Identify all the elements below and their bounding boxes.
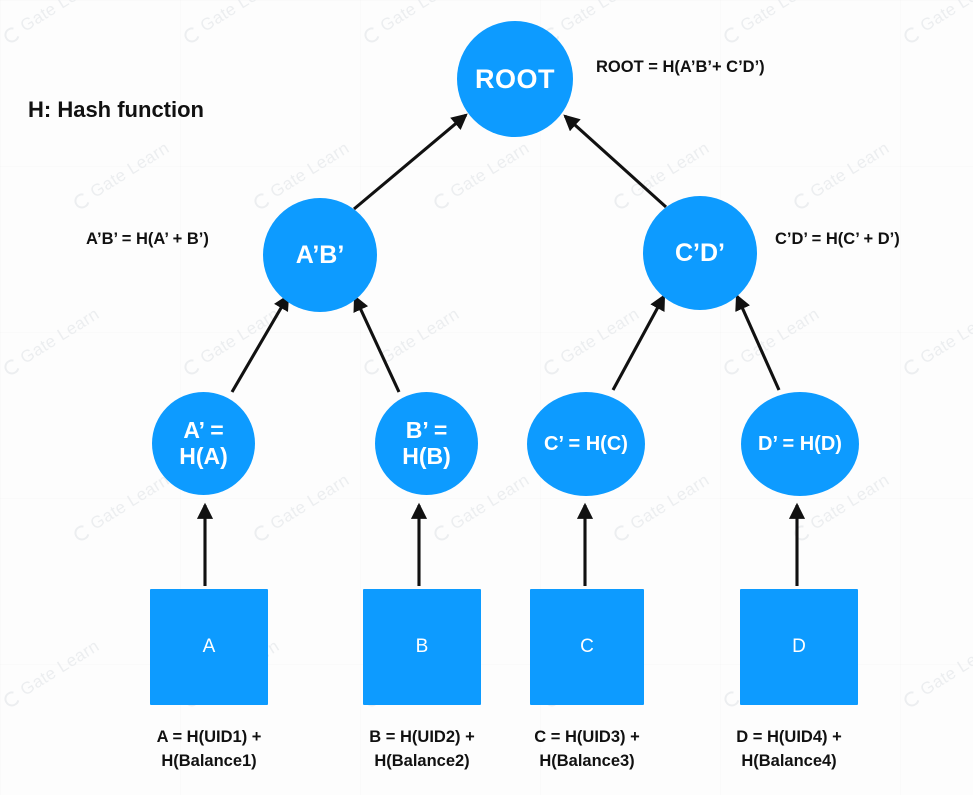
watermark-gate-learn: Gate Learn — [790, 138, 893, 213]
node-c-prime[interactable]: C’ = H(C) — [527, 392, 645, 496]
gate-logo-icon — [251, 522, 272, 543]
watermark-gate-learn: Gate Learn — [540, 304, 643, 379]
node-a-prime[interactable]: A’ = H(A) — [152, 392, 255, 495]
gate-logo-icon — [1, 356, 22, 377]
gate-logo-icon — [541, 356, 562, 377]
watermark-label: Gate Learn — [556, 0, 643, 36]
gate-logo-icon — [251, 190, 272, 211]
gate-logo-icon — [431, 190, 452, 211]
gate-logo-icon — [611, 190, 632, 211]
watermark-label: Gate Learn — [196, 304, 283, 368]
watermark-gate-learn: Gate Learn — [0, 0, 103, 47]
watermark-label: Gate Learn — [376, 0, 463, 36]
leaf-block-b[interactable]: B — [363, 589, 481, 705]
watermark-label: Gate Learn — [806, 138, 893, 202]
watermark-label: Gate Learn — [626, 138, 713, 202]
node-b-prime[interactable]: B’ = H(B) — [375, 392, 478, 495]
watermark-gate-learn: Gate Learn — [900, 636, 973, 711]
legend-hash-function: H: Hash function — [28, 97, 204, 122]
watermark-label: Gate Learn — [196, 0, 283, 36]
watermark-label: Gate Learn — [556, 304, 643, 368]
edge-cd-to-root — [563, 114, 668, 209]
gate-logo-icon — [1, 24, 22, 45]
gate-logo-icon — [181, 24, 202, 45]
leaf-caption-c: C = H(UID3) + H(Balance3) — [534, 728, 640, 770]
watermark-gate-learn: Gate Learn — [900, 304, 973, 379]
edge-ab-to-root — [353, 113, 468, 211]
gate-logo-icon — [901, 356, 922, 377]
watermark-label: Gate Learn — [86, 470, 173, 534]
watermark-label: Gate Learn — [266, 138, 353, 202]
watermark-gate-learn: Gate Learn — [360, 0, 463, 47]
gate-logo-icon — [791, 522, 812, 543]
watermark-gate-learn: Gate Learn — [70, 138, 173, 213]
leaf-block-c[interactable]: C — [530, 589, 644, 705]
watermark-label: Gate Learn — [916, 304, 973, 368]
gate-logo-icon — [431, 522, 452, 543]
watermark-label: Gate Learn — [736, 0, 823, 36]
watermark-gate-learn: Gate Learn — [720, 0, 823, 47]
formula-cd: C’D’ = H(C’ + D’) — [775, 230, 900, 248]
watermark-gate-learn: Gate Learn — [360, 304, 463, 379]
leaf-caption-d: D = H(UID4) + H(Balance4) — [736, 728, 842, 770]
gate-logo-icon — [361, 356, 382, 377]
leaf-block-d[interactable]: D — [740, 589, 858, 705]
gate-logo-icon — [721, 688, 742, 709]
watermark-label: Gate Learn — [446, 138, 533, 202]
watermark-gate-learn: Gate Learn — [720, 304, 823, 379]
watermark-gate-learn: Gate Learn — [430, 138, 533, 213]
watermark-label: Gate Learn — [916, 636, 973, 700]
leaf-caption-b: B = H(UID2) + H(Balance2) — [369, 728, 475, 770]
gate-logo-icon — [721, 356, 742, 377]
node-ab[interactable]: A’B’ — [263, 198, 377, 312]
watermark-label: Gate Learn — [16, 304, 103, 368]
node-cd[interactable]: C’D’ — [643, 196, 757, 310]
watermark-gate-learn: Gate Learn — [0, 304, 103, 379]
watermark-label: Gate Learn — [16, 636, 103, 700]
gate-logo-icon — [361, 24, 382, 45]
edge-b1-to-ab — [353, 294, 401, 393]
formula-root: ROOT = H(A’B’+ C’D’) — [596, 58, 765, 76]
watermark-label: Gate Learn — [266, 470, 353, 534]
formula-ab: A’B’ = H(A’ + B’) — [86, 230, 209, 248]
watermark-label: Gate Learn — [916, 0, 973, 36]
watermark-label: Gate Learn — [86, 138, 173, 202]
gate-logo-icon — [901, 24, 922, 45]
gate-logo-icon — [1, 688, 22, 709]
edge-d1-to-cd — [735, 293, 781, 391]
gate-logo-icon — [901, 688, 922, 709]
watermark-gate-learn: Gate Learn — [180, 304, 283, 379]
leaf-caption-a: A = H(UID1) + H(Balance1) — [156, 728, 262, 770]
gate-logo-icon — [611, 522, 632, 543]
edge-a1-to-ab — [230, 294, 290, 393]
node-d-prime[interactable]: D’ = H(D) — [741, 392, 859, 496]
watermark-label: Gate Learn — [736, 304, 823, 368]
watermark-label: Gate Learn — [16, 0, 103, 36]
watermark-label: Gate Learn — [626, 470, 713, 534]
leaf-block-a[interactable]: A — [150, 589, 268, 705]
gate-logo-icon — [71, 522, 92, 543]
edge-c1-to-cd — [611, 294, 666, 391]
gate-logo-icon — [181, 356, 202, 377]
watermark-gate-learn: Gate Learn — [0, 636, 103, 711]
gate-logo-icon — [791, 190, 812, 211]
gate-logo-icon — [71, 190, 92, 211]
watermark-gate-learn: Gate Learn — [70, 470, 173, 545]
watermark-gate-learn: Gate Learn — [250, 470, 353, 545]
node-root[interactable]: ROOT — [457, 21, 573, 137]
watermark-gate-learn: Gate Learn — [900, 0, 973, 47]
watermark-label: Gate Learn — [376, 304, 463, 368]
gate-logo-icon — [721, 24, 742, 45]
watermark-gate-learn: Gate Learn — [180, 0, 283, 47]
